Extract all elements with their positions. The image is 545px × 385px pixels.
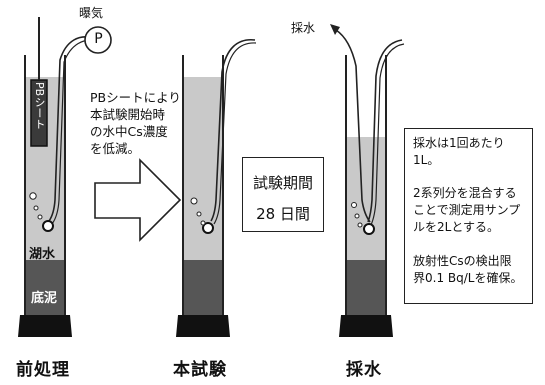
test-period-value: 28 日間 [256,205,310,223]
column-3-sediment [346,260,386,315]
info-box: 採水は1回あたり 1L。 2系列分を混合する ことで測定用サンプ ルを2Lとする… [404,128,533,304]
pretreatment-note-line: の水中Cs濃度 [90,124,168,139]
pump-icon [84,26,112,54]
air-stone-3 [363,223,375,235]
pretreatment-note-line: を低減。 [90,141,141,156]
sampling-tube [335,29,371,223]
column-pretreatment [18,17,112,337]
step-label-main-test: 本試験 [173,360,227,380]
column-3-base [339,315,393,337]
info-line: 界0.1 Bq/Lを確保。 [413,271,523,285]
test-period-box: 試験期間 28 日間 [242,157,324,232]
info-line: 採水は1回あたり [413,136,505,150]
column-1-sediment [25,260,65,315]
sampling-top-label: 採水 [291,21,316,35]
column-sampling [330,24,405,337]
air-tube-1 [48,36,94,222]
info-line: 1L。 [413,153,440,167]
column-3-water [346,137,386,260]
bubble [33,205,39,211]
bubble [190,197,198,205]
column-1-base [18,315,72,337]
sampling-arrow-icon [330,24,340,35]
column-main-test [176,39,257,337]
air-stone-1 [42,220,54,232]
pretreatment-note-line: PBシートにより [90,90,181,105]
info-line: ルを2Lとする。 [413,220,499,234]
pretreatment-note: PBシートにより 本試験開始時 の水中Cs濃度 を低減。 [90,89,181,157]
bubble [354,213,360,219]
bubble [29,192,37,200]
step-label-pretreatment: 前処理 [16,360,70,380]
air-stone-2 [202,222,214,234]
right-arrow-icon [94,158,182,242]
info-line: 2系列分を混合する [413,186,517,200]
bubble [37,214,43,220]
info-line: ことで測定用サンプ [413,203,521,217]
lake-water-label: 湖水 [29,247,56,262]
column-2-base [176,315,230,337]
air-tube-2 [210,39,256,222]
bubble [196,211,202,217]
test-period-title: 試験期間 [252,174,313,192]
bubble [351,202,357,208]
bubble [357,222,363,228]
pb-sheet-label: PBシート [33,82,46,130]
bubble [200,220,206,226]
step-label-sampling: 採水 [346,360,382,380]
aeration-label: 曝気 [79,6,104,20]
pump-label: P [94,31,103,47]
pretreatment-note-line: 本試験開始時 [90,107,166,122]
sediment-label: 底泥 [31,291,58,306]
column-2-sediment [183,260,223,315]
info-line: 放射性Csの検出限 [413,254,512,268]
